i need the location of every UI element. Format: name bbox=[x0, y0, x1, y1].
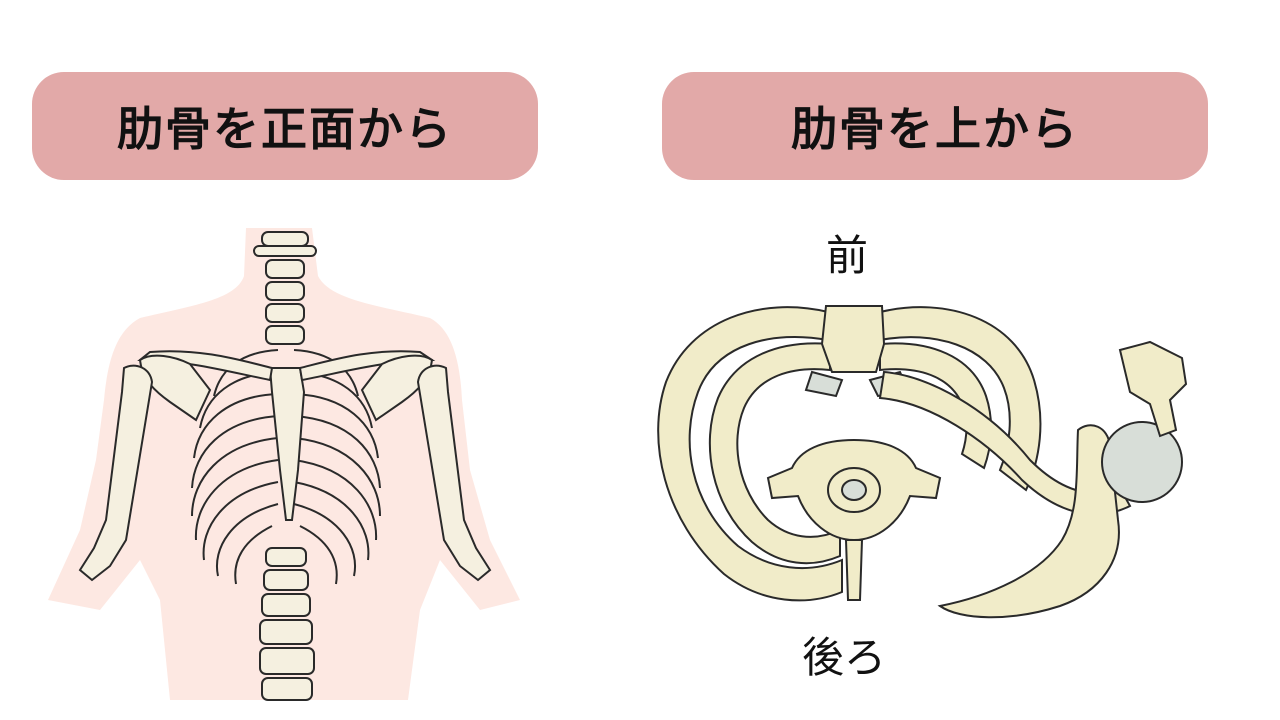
clavicle-top bbox=[878, 370, 1132, 516]
humerus-shaft-top bbox=[1118, 340, 1188, 438]
front-view-illustration bbox=[48, 228, 520, 701]
humerus-right bbox=[416, 364, 492, 582]
spine-front bbox=[253, 231, 317, 701]
title-front-view-text: 肋骨を正面から bbox=[117, 102, 453, 156]
humerus-head-top bbox=[1101, 421, 1183, 503]
ribs-top-view bbox=[657, 306, 1042, 602]
title-top-view: 肋骨を上から bbox=[662, 72, 1208, 180]
top-view-illustration bbox=[657, 305, 1188, 619]
sternum-top bbox=[820, 305, 886, 373]
ribs-left bbox=[191, 349, 279, 585]
scapula-top bbox=[937, 424, 1120, 619]
title-top-view-text: 肋骨を上から bbox=[791, 102, 1079, 156]
label-front: 前 bbox=[826, 231, 869, 280]
humerus-left bbox=[78, 364, 154, 582]
label-back: 後ろ bbox=[802, 633, 887, 682]
vertebra-top bbox=[766, 438, 942, 601]
title-front-view: 肋骨を正面から bbox=[32, 72, 538, 180]
